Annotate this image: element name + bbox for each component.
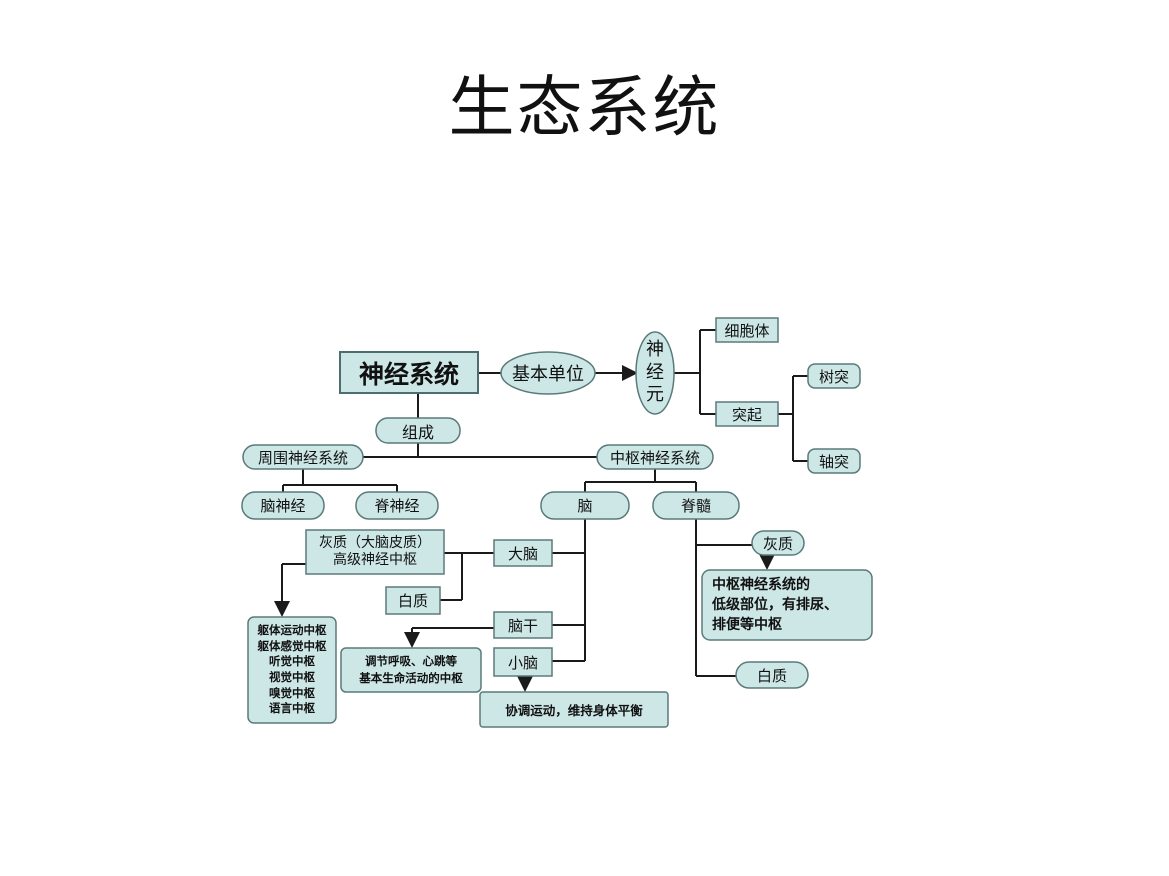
- label-white-matter-brain: 白质: [397, 592, 428, 610]
- box-spinal-nerve: [355, 491, 439, 520]
- label-spinal-nerve: 脊神经: [374, 497, 420, 515]
- label-cranial-nerve: 脑神经: [260, 497, 306, 515]
- label-spinal-white: 白质: [756, 666, 787, 685]
- box-brainstem-function: [340, 647, 482, 693]
- connector-lines: [274, 329, 808, 692]
- box-cell-body: [715, 317, 779, 343]
- box-brainstem: [493, 611, 553, 639]
- box-spinal-white: [735, 661, 809, 689]
- box-white-matter-brain: [385, 586, 441, 615]
- ellipse-basic-unit: [500, 351, 596, 395]
- box-brain: [540, 491, 630, 520]
- label-spinal-gray-function: 中枢神经系统的低级部位，有排尿、排便等中枢: [712, 576, 838, 634]
- box-process: [715, 401, 779, 427]
- label-brainstem-function: 调节呼吸、心跳等基本生命活动的中枢: [359, 654, 463, 685]
- label-composition: 组成: [401, 422, 434, 442]
- label-cell-body: 细胞体: [724, 321, 770, 340]
- box-gray-matter-cortex: [305, 529, 445, 575]
- box-spinal-gray: [751, 530, 805, 556]
- label-basic-unit: 基本单位: [512, 364, 584, 385]
- box-axon: [807, 448, 861, 474]
- box-nervous-system: [339, 351, 479, 394]
- label-brainstem: 脑干: [507, 616, 538, 635]
- box-dendrite: [807, 363, 861, 389]
- label-peripheral: 周围神经系统: [257, 448, 348, 467]
- label-nervous-system: 神经系统: [358, 359, 459, 389]
- label-spinal-gray: 灰质: [762, 534, 793, 553]
- label-cerebellum-function: 协调运动，维持身体平衡: [505, 703, 643, 718]
- label-cerebrum: 大脑: [507, 544, 538, 563]
- box-cerebellum-function: [479, 691, 669, 728]
- diagram-shapes: [241, 317, 873, 728]
- label-gray-matter-cortex: 灰质（大脑皮质）高级神经中枢: [319, 534, 431, 569]
- box-cranial-nerve: [241, 491, 325, 520]
- box-cortex-centers: [247, 616, 337, 724]
- label-axon: 轴突: [818, 452, 849, 471]
- label-process: 突起: [731, 405, 762, 424]
- label-neuron: 神经元: [646, 339, 664, 406]
- label-brain: 脑: [577, 497, 593, 515]
- label-cortex-centers: 躯体运动中枢躯体感觉中枢听觉中枢视觉中枢嗅觉中枢语言中枢: [257, 623, 327, 716]
- box-spinal-cord: [652, 491, 740, 520]
- box-cerebrum: [493, 539, 553, 567]
- label-central: 中枢神经系统: [609, 448, 700, 467]
- ellipse-neuron: [635, 331, 675, 415]
- label-cerebellum: 小脑: [507, 653, 538, 672]
- box-spinal-gray-function: [701, 569, 873, 641]
- box-cerebellum: [493, 647, 553, 677]
- box-peripheral: [242, 444, 364, 470]
- page-title: 生态系统: [448, 69, 721, 146]
- box-central: [596, 444, 714, 470]
- label-dendrite: 树突: [818, 367, 849, 386]
- label-spinal-cord: 脊髓: [680, 497, 711, 515]
- box-composition: [375, 417, 461, 444]
